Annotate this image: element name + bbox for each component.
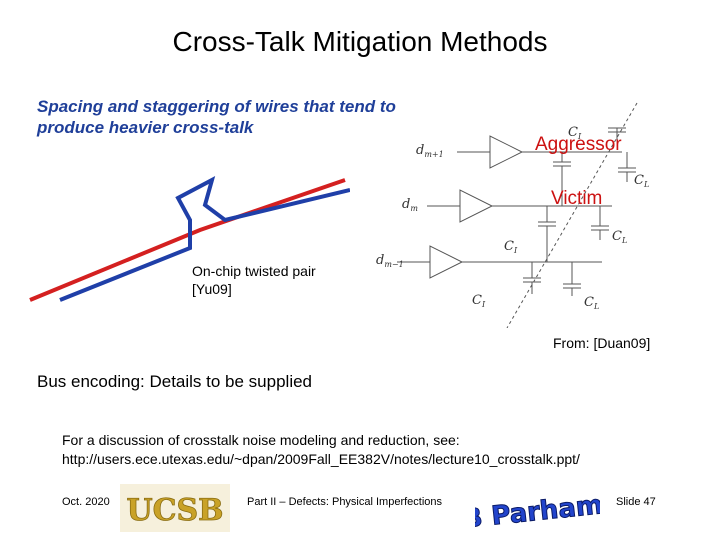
bus-encoding-text: Bus encoding: Details to be supplied [37, 372, 313, 391]
label-cl-2: CL [612, 229, 627, 245]
slide-title: Cross-Talk Mitigation Methods [172, 26, 548, 57]
aggressor-label: Aggressor [535, 134, 622, 155]
twisted-pair-diagram [29, 176, 350, 302]
ucsb-logo-text: UCSB [126, 493, 223, 528]
label-cl-3: CL [584, 295, 599, 311]
label-dm1: dm+1 [416, 143, 444, 159]
discussion-line1: For a discussion of crosstalk noise mode… [62, 432, 460, 448]
twisted-pair-caption: On-chip twisted pair [Yu09] [192, 262, 372, 298]
footer-slide-number: Slide 47 [616, 496, 656, 508]
red-wire [29, 178, 346, 302]
ucsb-logo: UCSB [120, 484, 230, 532]
footer-date: Oct. 2020 [62, 496, 110, 508]
label-dm: dm [402, 197, 418, 213]
label-ci-bot: CI [472, 293, 486, 309]
label-ci-top: CI [568, 125, 582, 141]
label-ci-mid: CI [504, 239, 518, 255]
author-logo-text: B Parhami [475, 489, 600, 532]
victim-label: Victim [551, 188, 603, 209]
author-logo: B Parhami [475, 489, 600, 532]
label-cl-1: CL [634, 173, 649, 189]
twisted-pair-line2: [Yu09] [192, 281, 232, 297]
coupling-circuit-diagram: dm+1 dm dm−1 CI CL CI CL CI CL [376, 102, 649, 328]
discussion-text: For a discussion of crosstalk noise mode… [62, 431, 712, 469]
blue-wire [59, 176, 350, 302]
discussion-url[interactable]: http://users.ece.utexas.edu/~dpan/2009Fa… [62, 451, 580, 467]
twisted-pair-line1: On-chip twisted pair [192, 263, 316, 279]
label-dm-1: dm−1 [376, 253, 404, 269]
footer-part-title: Part II – Defects: Physical Imperfection… [247, 496, 443, 508]
spacing-text: Spacing and staggering of wires that ten… [37, 97, 396, 137]
circuit-source: From: [Duan09] [553, 335, 651, 351]
